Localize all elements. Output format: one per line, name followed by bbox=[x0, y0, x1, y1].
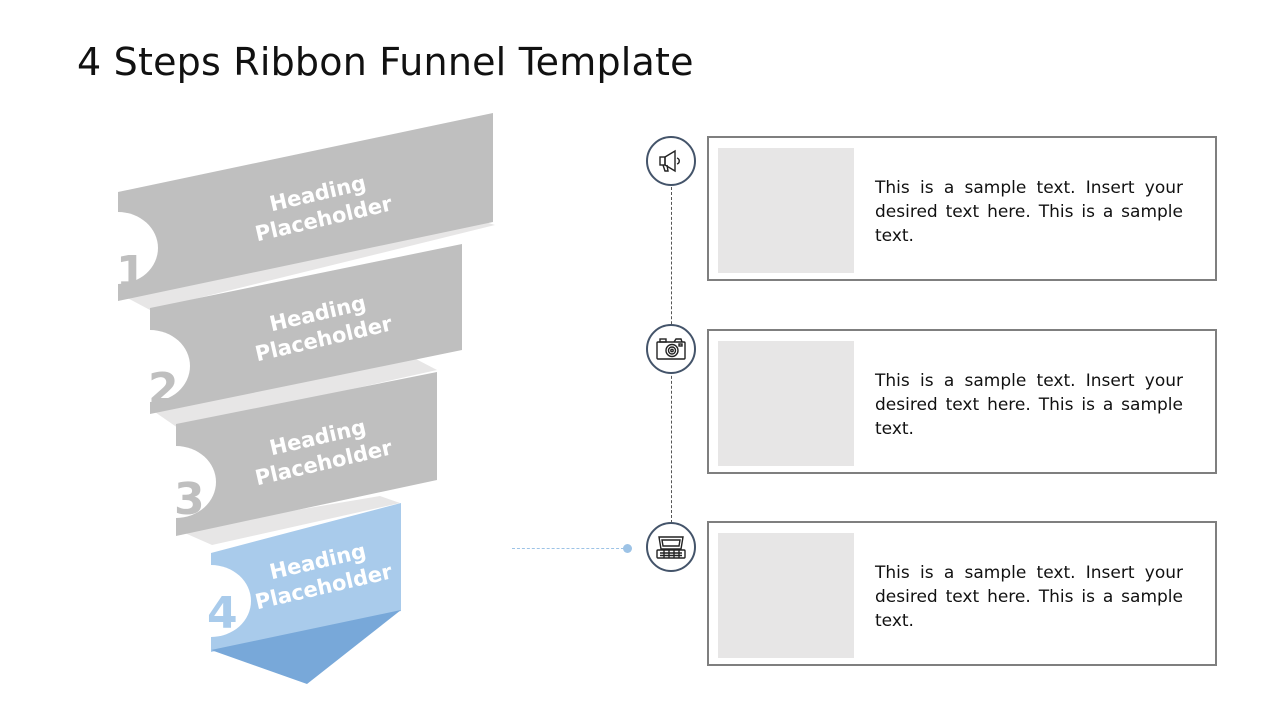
card-text[interactable]: This is a sample text. Insert your desir… bbox=[875, 563, 1183, 631]
step-3-fold bbox=[178, 496, 400, 545]
info-card-3: This is a sample text. Insert your desir… bbox=[707, 521, 1217, 666]
camera-icon bbox=[646, 324, 696, 374]
megaphone-icon bbox=[646, 136, 696, 186]
image-placeholder[interactable] bbox=[718, 533, 854, 658]
ribbon-funnel: 1 Heading Placeholder 2 Heading Placehol… bbox=[116, 113, 495, 684]
image-placeholder[interactable] bbox=[718, 341, 854, 466]
slide-title: 4 Steps Ribbon Funnel Template bbox=[77, 40, 694, 84]
step-1-notch bbox=[118, 212, 158, 284]
info-card-2: This is a sample text. Insert your desir… bbox=[707, 329, 1217, 474]
funnel-step-3[interactable]: 3 Heading Placeholder bbox=[174, 372, 437, 545]
step-4-ribbon bbox=[211, 503, 401, 652]
funnel-step-4[interactable]: 4 Heading Placeholder bbox=[207, 503, 401, 684]
connector-dot bbox=[623, 544, 632, 553]
card-text[interactable]: This is a sample text. Insert your desir… bbox=[875, 371, 1183, 439]
step-4-number: 4 bbox=[207, 588, 238, 639]
step-4-notch bbox=[211, 565, 251, 637]
card-text[interactable]: This is a sample text. Insert your desir… bbox=[875, 178, 1183, 246]
step-1-number: 1 bbox=[116, 247, 147, 298]
step-2-ribbon bbox=[150, 244, 462, 414]
step-4-tip bbox=[211, 610, 401, 684]
info-card-1: This is a sample text. Insert your desir… bbox=[707, 136, 1217, 281]
step-1-ribbon bbox=[118, 113, 493, 301]
step-2-number: 2 bbox=[148, 364, 179, 415]
image-placeholder[interactable] bbox=[718, 148, 854, 273]
step-2-notch bbox=[150, 330, 190, 402]
step-2-fold bbox=[152, 358, 437, 428]
funnel-step-1[interactable]: 1 Heading Placeholder bbox=[116, 113, 495, 310]
horizontal-dashed-connector bbox=[512, 548, 624, 549]
step-3-notch bbox=[176, 446, 216, 518]
step-3-number: 3 bbox=[174, 474, 205, 525]
computer-icon bbox=[646, 522, 696, 572]
step-3-ribbon bbox=[176, 372, 437, 536]
funnel-step-2[interactable]: 2 Heading Placeholder bbox=[148, 244, 462, 428]
